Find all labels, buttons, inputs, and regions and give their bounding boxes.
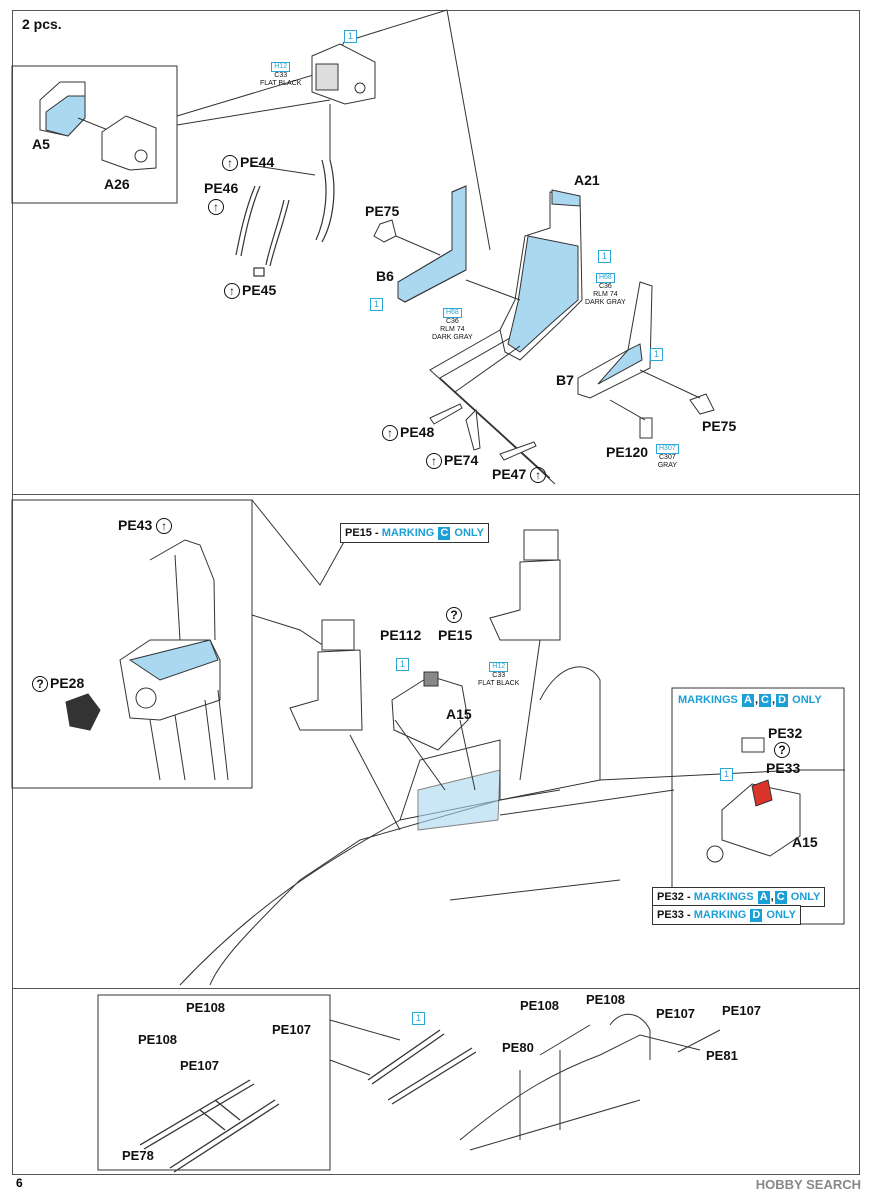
part-label-a15-mid: A15 <box>446 706 472 722</box>
part-pe28-drawing <box>65 693 101 731</box>
inset-seat-drawing <box>119 539 229 781</box>
optional-icon-pe33: ? <box>774 741 792 759</box>
rails-main-drawing <box>367 1029 477 1105</box>
mid-seat-left-drawing <box>289 619 363 731</box>
part-label-pe15: PE15 <box>438 627 473 643</box>
part-label-pe74: ↑PE74 <box>426 452 478 470</box>
note-pe15-marking: PE15 - MARKING C ONLY <box>340 523 489 543</box>
quantity-label: 2 pcs. <box>22 16 62 32</box>
step-marker: 1 <box>650 348 663 361</box>
note-markings-acd: MARKINGS A,C,D ONLY <box>678 694 822 707</box>
part-pe48-drawing <box>429 403 463 425</box>
part-label-pe107-d: PE107 <box>722 1003 762 1018</box>
step-marker: 1 <box>412 1012 425 1025</box>
part-label-pe46: PE46 <box>204 180 239 196</box>
part-label-pe32: PE32 <box>768 725 803 741</box>
part-label-pe108-c: PE108 <box>520 998 560 1013</box>
step-marker: 1 <box>370 298 383 311</box>
bend-icon-pe46: ↑ <box>208 198 226 216</box>
watermark: HOBBY SEARCH <box>755 1177 861 1192</box>
page-number: 6 <box>16 1176 23 1190</box>
part-label-b7: B7 <box>556 372 574 388</box>
part-label-pe108-d: PE108 <box>586 992 626 1007</box>
part-label-pe81: PE81 <box>706 1048 738 1063</box>
cockpit-rails-drawing <box>459 1013 721 1151</box>
fuselage-outline-drawing <box>179 666 845 986</box>
bend-icon: ↑ <box>530 467 547 484</box>
bend-icon: ↑ <box>156 518 173 535</box>
step-marker: 1 <box>344 30 357 43</box>
part-label-a21: A21 <box>574 172 600 188</box>
part-label-pe78: PE78 <box>122 1148 154 1163</box>
step-marker: 1 <box>720 768 733 781</box>
part-label-pe107-b: PE107 <box>180 1058 220 1073</box>
optional-icon: ? <box>32 676 48 693</box>
mid-seat-right-drawing <box>489 529 561 641</box>
part-label-pe108-b: PE108 <box>138 1032 178 1047</box>
bend-icon: ↑ <box>426 453 442 470</box>
part-a15-mid-drawing <box>391 671 469 751</box>
seat-detail-inset <box>11 499 253 789</box>
part-a21-seat-drawing <box>499 189 583 361</box>
step-marker: 1 <box>598 250 611 263</box>
harness-straps <box>235 159 335 277</box>
bend-icon: ↑ <box>224 283 240 300</box>
part-b6-drawing <box>397 185 467 303</box>
part-a26-drawing <box>101 115 157 171</box>
section-divider-1 <box>12 494 860 495</box>
part-label-pe107-c: PE107 <box>656 1006 696 1021</box>
part-pe47-drawing <box>499 441 537 461</box>
part-label-pe108-a: PE108 <box>186 1000 226 1015</box>
part-label-pe120: PE120 <box>606 444 649 460</box>
part-label-pe75-right: PE75 <box>702 418 737 434</box>
detail-inset-box <box>11 65 178 204</box>
part-label-a5: A5 <box>32 136 50 152</box>
note-pe33-marking: PE33 - MARKING D ONLY <box>652 905 801 925</box>
part-label-pe43: PE43 ↑ <box>118 517 174 535</box>
part-label-pe80: PE80 <box>502 1040 534 1055</box>
part-label-pe47: PE47 ↑ <box>492 466 548 484</box>
part-label-pe107-a: PE107 <box>272 1022 312 1037</box>
part-pe75-left-drawing <box>373 219 397 243</box>
part-a15-right-drawing <box>706 737 801 863</box>
part-label-a26: A26 <box>104 176 130 192</box>
part-label-pe44: ↑PE44 <box>222 154 274 172</box>
optional-icon-pe15: ? <box>446 606 464 624</box>
part-label-pe75-left: PE75 <box>365 203 400 219</box>
part-headrest-top <box>311 43 376 105</box>
part-label-a15-right: A15 <box>792 834 818 850</box>
section-divider-2 <box>12 988 860 989</box>
part-label-b6: B6 <box>376 268 394 284</box>
part-label-pe33: PE33 <box>766 760 801 776</box>
note-pe32-marking: PE32 - MARKINGS A,C ONLY <box>652 887 826 907</box>
rails-inset-drawing <box>139 1079 280 1173</box>
part-label-pe28: ?PE28 <box>32 675 84 693</box>
bend-icon: ↑ <box>222 155 238 172</box>
part-a5-drawing <box>39 81 86 137</box>
part-pe74-drawing <box>465 408 481 451</box>
part-b7-drawing <box>577 281 653 399</box>
bend-icon: ↑ <box>382 425 398 442</box>
part-pe120-drawing <box>639 417 653 439</box>
part-pe75-right-drawing <box>689 393 715 415</box>
part-label-pe48: ↑PE48 <box>382 424 434 442</box>
part-label-pe112: PE112 <box>380 627 422 643</box>
step-marker: 1 <box>396 658 409 671</box>
part-label-pe45: ↑PE45 <box>224 282 276 300</box>
rail-detail-inset <box>97 994 331 1171</box>
